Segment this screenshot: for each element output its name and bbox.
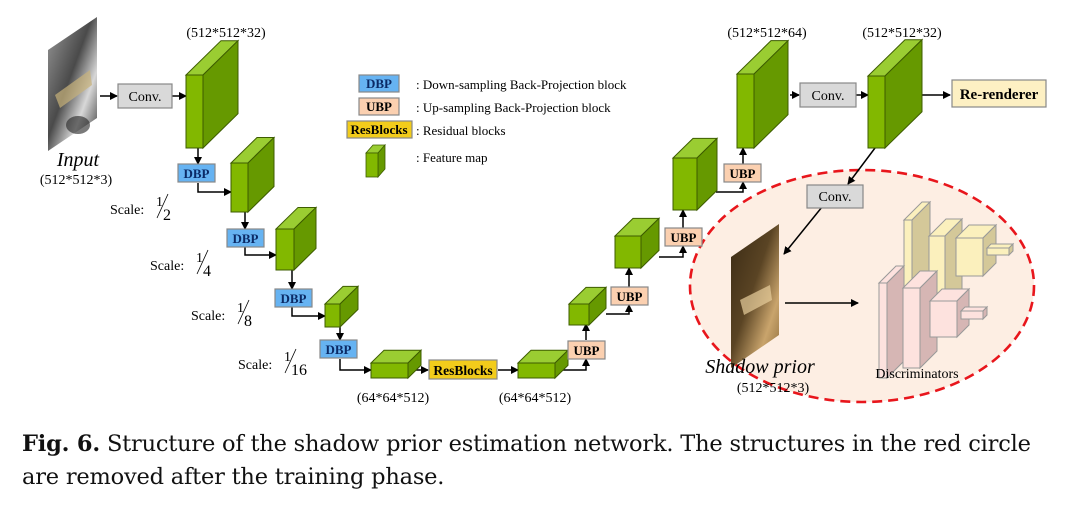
dbp-block: DBP xyxy=(177,163,216,183)
ubp-block: UBP xyxy=(664,227,703,247)
discriminator-layer xyxy=(954,223,998,278)
svg-text:UBP: UBP xyxy=(574,343,600,358)
caption-label: Fig. 6. xyxy=(22,431,101,457)
conv-block-3: Conv. xyxy=(806,184,864,209)
dims-bottleneck-left: (64*64*512) xyxy=(357,391,430,406)
discriminator-layer xyxy=(901,269,939,370)
svg-text:DBP: DBP xyxy=(281,291,307,306)
dbp-block: DBP xyxy=(274,288,313,308)
ubp-block: UBP xyxy=(567,340,606,360)
dims-decoder-last: (512*512*64) xyxy=(727,26,807,41)
feature-map xyxy=(229,136,276,214)
network-diagram: Input (512*512*3) Conv. xyxy=(40,17,1047,406)
feature-map xyxy=(671,137,719,212)
input-label: Input xyxy=(56,149,100,171)
svg-text:DBP: DBP xyxy=(366,76,392,91)
discriminators-label: Discriminators xyxy=(875,367,958,382)
svg-text:UBP: UBP xyxy=(671,230,697,245)
svg-text:Conv.: Conv. xyxy=(812,89,845,104)
svg-text:2: 2 xyxy=(163,207,171,224)
shadow-prior-label: Shadow prior xyxy=(705,356,815,378)
svg-text:DBP: DBP xyxy=(326,342,352,357)
svg-text:UBP: UBP xyxy=(730,166,756,181)
feature-map xyxy=(184,39,240,150)
feature-map xyxy=(613,217,661,270)
svg-text:Re-renderer: Re-renderer xyxy=(960,87,1039,103)
svg-text:4: 4 xyxy=(203,263,211,280)
ubp-block: UBP xyxy=(723,163,762,183)
discriminator-layer xyxy=(985,242,1015,257)
dbp-block: DBP xyxy=(319,339,358,359)
scale-label: Scale: 12 xyxy=(110,193,171,224)
input-image xyxy=(48,17,97,151)
legend-ubp-text: : Up-sampling Back-Projection block xyxy=(416,100,611,115)
svg-text:Scale:: Scale: xyxy=(191,309,225,324)
dims-encoder-first: (512*512*32) xyxy=(186,26,266,41)
conv-block-2: Conv. xyxy=(799,82,857,108)
svg-text:DBP: DBP xyxy=(184,166,210,181)
legend-resblocks-text: : Residual blocks xyxy=(416,123,506,138)
legend-feature-map-text: : Feature map xyxy=(416,150,487,165)
legend-feature-map-icon xyxy=(365,143,386,179)
svg-text:DBP: DBP xyxy=(233,231,259,246)
resblocks-block: ResBlocks xyxy=(428,359,498,380)
rerenderer-block: Re-renderer xyxy=(951,79,1047,108)
svg-text:Conv.: Conv. xyxy=(819,190,852,205)
svg-text:1: 1 xyxy=(237,301,244,316)
svg-text:1: 1 xyxy=(156,195,163,210)
shadow-prior-image xyxy=(731,224,779,368)
svg-text:Scale:: Scale: xyxy=(238,358,272,373)
input-dims: (512*512*3) xyxy=(40,173,113,188)
svg-text:Scale:: Scale: xyxy=(110,203,144,218)
discriminators xyxy=(877,200,1015,380)
feature-map xyxy=(274,206,318,272)
scale-label: Scale: 18 xyxy=(191,299,252,330)
discriminator-layer xyxy=(877,264,906,380)
dbp-block: DBP xyxy=(226,228,265,248)
conv-block-1: Conv. xyxy=(117,83,173,109)
dims-output: (512*512*32) xyxy=(862,26,942,41)
svg-text:UBP: UBP xyxy=(617,289,643,304)
feature-map xyxy=(369,349,423,380)
svg-text:UBP: UBP xyxy=(366,99,392,114)
feature-map xyxy=(516,349,570,380)
scale-label: Scale: 116 xyxy=(238,348,307,379)
svg-text:Conv.: Conv. xyxy=(129,90,162,105)
svg-text:1: 1 xyxy=(196,251,203,266)
dims-bottleneck-right: (64*64*512) xyxy=(499,391,572,406)
connections xyxy=(100,91,951,374)
feature-map xyxy=(567,286,608,327)
caption-text: Structure of the shadow prior estimation… xyxy=(22,431,1031,490)
feature-map xyxy=(866,38,924,150)
svg-text:8: 8 xyxy=(244,313,252,330)
svg-text:16: 16 xyxy=(291,362,307,379)
legend: DBP : Down-sampling Back-Projection bloc… xyxy=(346,74,627,179)
discriminator-layer xyxy=(959,305,989,321)
svg-text:Scale:: Scale: xyxy=(150,259,184,274)
svg-text:ResBlocks: ResBlocks xyxy=(433,363,492,378)
svg-text:1: 1 xyxy=(284,350,291,365)
feature-map xyxy=(323,285,360,329)
svg-text:ResBlocks: ResBlocks xyxy=(350,122,407,137)
shadow-prior-dims: (512*512*3) xyxy=(737,381,810,396)
ubp-block: UBP xyxy=(610,286,649,306)
feature-map xyxy=(735,39,790,150)
scale-label: Scale: 14 xyxy=(150,249,211,280)
legend-dbp-text: : Down-sampling Back-Projection block xyxy=(416,77,627,92)
figure-caption: Fig. 6. Structure of the shadow prior es… xyxy=(22,428,1062,494)
